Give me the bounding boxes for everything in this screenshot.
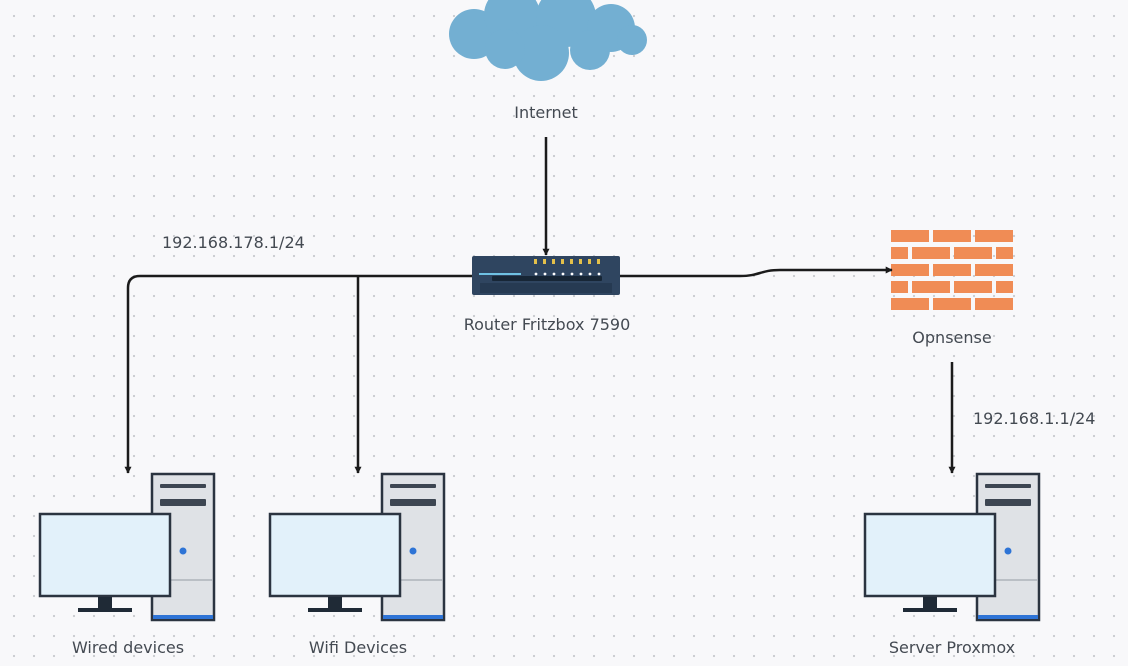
opnsense-lan-subnet-label: 192.168.1.1/24 [973,409,1096,428]
server-proxmox-computer-icon [863,472,1041,622]
connectors [124,137,956,474]
firewall-label: Opnsense [912,328,992,347]
cloud-icon [449,0,647,81]
wifi-devices-label: Wifi Devices [308,638,408,657]
connector-router-firewall [620,266,893,278]
internet-label: Internet [514,103,578,122]
wired-devices-computer-icon [38,472,216,622]
router-label: Router Fritzbox 7590 [463,315,631,334]
server-proxmox-label: Server Proxmox [888,638,1016,657]
wifi-devices-computer-icon [268,472,446,622]
firewall-icon [891,230,1013,310]
lan-subnet-label: 192.168.178.1/24 [162,233,305,252]
wired-devices-label: Wired devices [71,638,185,657]
router-icon [472,256,620,295]
connector-router-wired [124,274,472,474]
